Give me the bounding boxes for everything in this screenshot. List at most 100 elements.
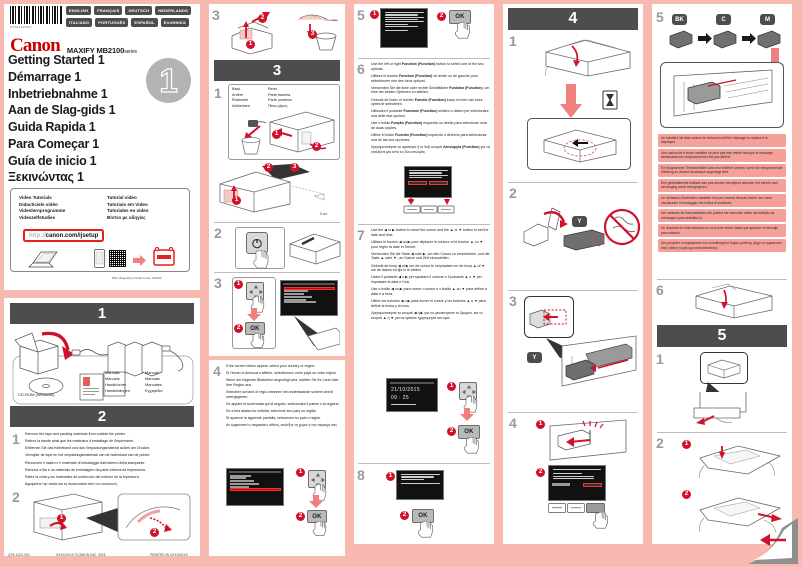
arrow-down-step7 xyxy=(460,408,474,426)
lcd-step5-line-7 xyxy=(385,25,418,27)
lcd-country-selected-row xyxy=(229,488,281,492)
back-label-el: Πίσω μέρος xyxy=(268,103,288,108)
manual-label-es: Manuales xyxy=(145,381,162,387)
marker-2-step7: 2 xyxy=(447,427,456,436)
page-turn-corner xyxy=(742,518,798,564)
footer-printed-in: PRINTED IN XXXXXXXX xyxy=(150,553,188,557)
lcd-step6-option-right xyxy=(429,181,448,186)
hand-pointer-ok-step3 xyxy=(250,333,266,349)
step3-front-illustration xyxy=(214,162,340,214)
video-label-nl: Videozelfstudies xyxy=(19,214,56,220)
back-label-nl: Achterkant xyxy=(232,103,250,108)
marker-1-step5-2: 1 xyxy=(682,440,691,449)
note-pt: Um cartucho de tinta instalado não poder… xyxy=(658,209,786,222)
lcd-step4-4-footer-left xyxy=(552,482,570,486)
divider-step7 xyxy=(358,224,490,225)
lcd-step4-4-footer xyxy=(552,482,602,487)
step3-continued-illustration xyxy=(228,8,340,56)
lcd-datetime-footer xyxy=(391,404,417,406)
divider-step4-2 xyxy=(508,182,638,183)
hand-pointer-ok-step5 xyxy=(454,22,472,40)
back-label-it: Retro xyxy=(268,87,278,91)
substep-7-number: 7 xyxy=(357,227,365,243)
step-bar-4: 4 xyxy=(508,8,638,30)
manual-label-el: Εγχειρίδια xyxy=(145,387,163,393)
model-name-text: MAXIFY MB2100 xyxy=(66,46,125,55)
step3-back-illustration xyxy=(240,108,338,158)
marker-1-step3-lang: 1 xyxy=(234,280,243,289)
language-chip-nederlands[interactable]: NEDERLANDS xyxy=(155,6,191,15)
manual-label-nl: Handleidingen xyxy=(105,387,130,393)
step4-open-cover-illustration xyxy=(540,34,636,78)
lcd-step8-line-2 xyxy=(401,476,434,478)
lcd-language-row-6 xyxy=(283,301,316,304)
step4-text-de: Wenn der folgende Bildschirm angezeigt w… xyxy=(226,378,339,387)
lcd-step6-options xyxy=(408,181,448,186)
lcd-step5-line-1 xyxy=(385,12,424,14)
title-es: Guía de inicio 1 xyxy=(8,153,97,168)
step-bar-2: 2 xyxy=(10,406,194,427)
setup-url-prefix: http:// xyxy=(29,232,46,239)
power-icon xyxy=(252,237,262,249)
lcd-step8-line-3 xyxy=(401,478,425,480)
ink-sequence-illustration xyxy=(668,28,790,50)
ink-chip-c: C xyxy=(716,14,731,25)
step5-ink-install-illustration xyxy=(668,68,776,124)
arrow-down-step4-1 xyxy=(560,84,582,123)
language-chip-row-1: ENGLISH FRANÇAIS DEUTSCH NEDERLANDS xyxy=(66,6,191,15)
language-chip-espanol[interactable]: ESPAÑOL xyxy=(131,17,158,27)
cdrom-caption: CD-ROM (Windows) xyxy=(18,392,55,397)
divider-step8 xyxy=(358,463,490,464)
substep-2-2-number: 2 xyxy=(12,489,20,505)
substep-4-4-number: 4 xyxy=(509,415,517,431)
ink-chip-m: M xyxy=(760,14,775,25)
substep-3-1-number: 1 xyxy=(214,85,222,101)
back-label-es: Parte posterior xyxy=(268,98,293,103)
substep-5-ink-number: 5 xyxy=(656,9,664,25)
language-chip-francais[interactable]: FRANÇAIS xyxy=(94,6,123,15)
lcd-language-row-3 xyxy=(283,293,305,296)
language-chip-deutsch[interactable]: DEUTSCH xyxy=(125,6,153,15)
hourglass-icon xyxy=(602,90,618,110)
language-chip-greek[interactable]: ΕΛΛΗΝΙΚΆ xyxy=(160,17,190,27)
title-stack: Getting Started 1 Démarrage 1 Inbetriebn… xyxy=(8,52,148,186)
lcd-step6-option-left xyxy=(408,181,427,186)
video-label-el: Βίντεο με οδηγίες xyxy=(107,214,146,220)
setup-url-box[interactable]: http://canon.com/ijsetup xyxy=(23,229,105,242)
language-chip-portugues[interactable]: PORTUGUÊS xyxy=(95,17,129,27)
laptop-icon xyxy=(27,249,61,269)
video-label-fr: Didacticiels vidéo xyxy=(19,201,58,207)
back-labels-left: Back Arrière Rückseite Achterkant xyxy=(232,87,250,109)
step5-close-cover-illustration xyxy=(690,282,776,320)
hand-pointer-power xyxy=(252,250,270,270)
substep-3-4-number: 4 xyxy=(213,363,221,379)
distance-label: 5 cm xyxy=(320,212,328,216)
language-chip-english[interactable]: ENGLISH xyxy=(66,6,92,15)
step2-text-en: Remove the tape and packing materials fr… xyxy=(25,432,126,436)
substep-5-number: 5 xyxy=(357,7,365,23)
step2-text-de: Entfernen Sie das Klebeband und das Verp… xyxy=(25,446,151,451)
step6-text-block: Use the left or right Function (Function… xyxy=(371,62,490,157)
language-chip-italiano[interactable]: ITALIANO xyxy=(66,17,93,27)
step2-text-it: Rimuovere il nastro e il materiale di im… xyxy=(25,460,146,465)
marker-2-step5: 2 xyxy=(437,12,446,21)
lcd-country-row-3 xyxy=(229,480,255,483)
column-3-panel xyxy=(354,4,494,544)
back-label-pt: Parte traseira xyxy=(268,92,291,97)
lcd-country-row-4 xyxy=(229,482,259,485)
lcd-step8-message xyxy=(396,470,444,500)
step6-text-pt: Use o botão Função (Function) esquerdo o… xyxy=(371,121,487,131)
ink-label-yellow: Y xyxy=(572,216,587,227)
brand-row: Canon MAXIFY MB2100series xyxy=(10,36,137,55)
step7-text-nl: Gebruik de knop ◀ of ▶ om de cursor te v… xyxy=(371,263,485,273)
step2-text-nl: Verwijder de tape en het verpakkingsmate… xyxy=(25,453,151,458)
step5-1-printer-icon xyxy=(706,357,742,379)
ok-button-step4[interactable]: OK xyxy=(307,510,327,523)
marker-2-step8: 2 xyxy=(400,511,409,520)
lcd-step4-4-footer-right xyxy=(583,482,602,487)
step4-text-fr: Si l'écran ci-dessous s'affiche, sélecti… xyxy=(226,371,337,376)
step2-text-block: Remove the tape and packing materials fr… xyxy=(25,432,190,489)
lcd-language-row-5 xyxy=(283,298,307,301)
step5-2-illustration-b xyxy=(692,490,784,534)
step4-text-nl: Selecteer uw land of regio wanneer het o… xyxy=(226,390,333,399)
